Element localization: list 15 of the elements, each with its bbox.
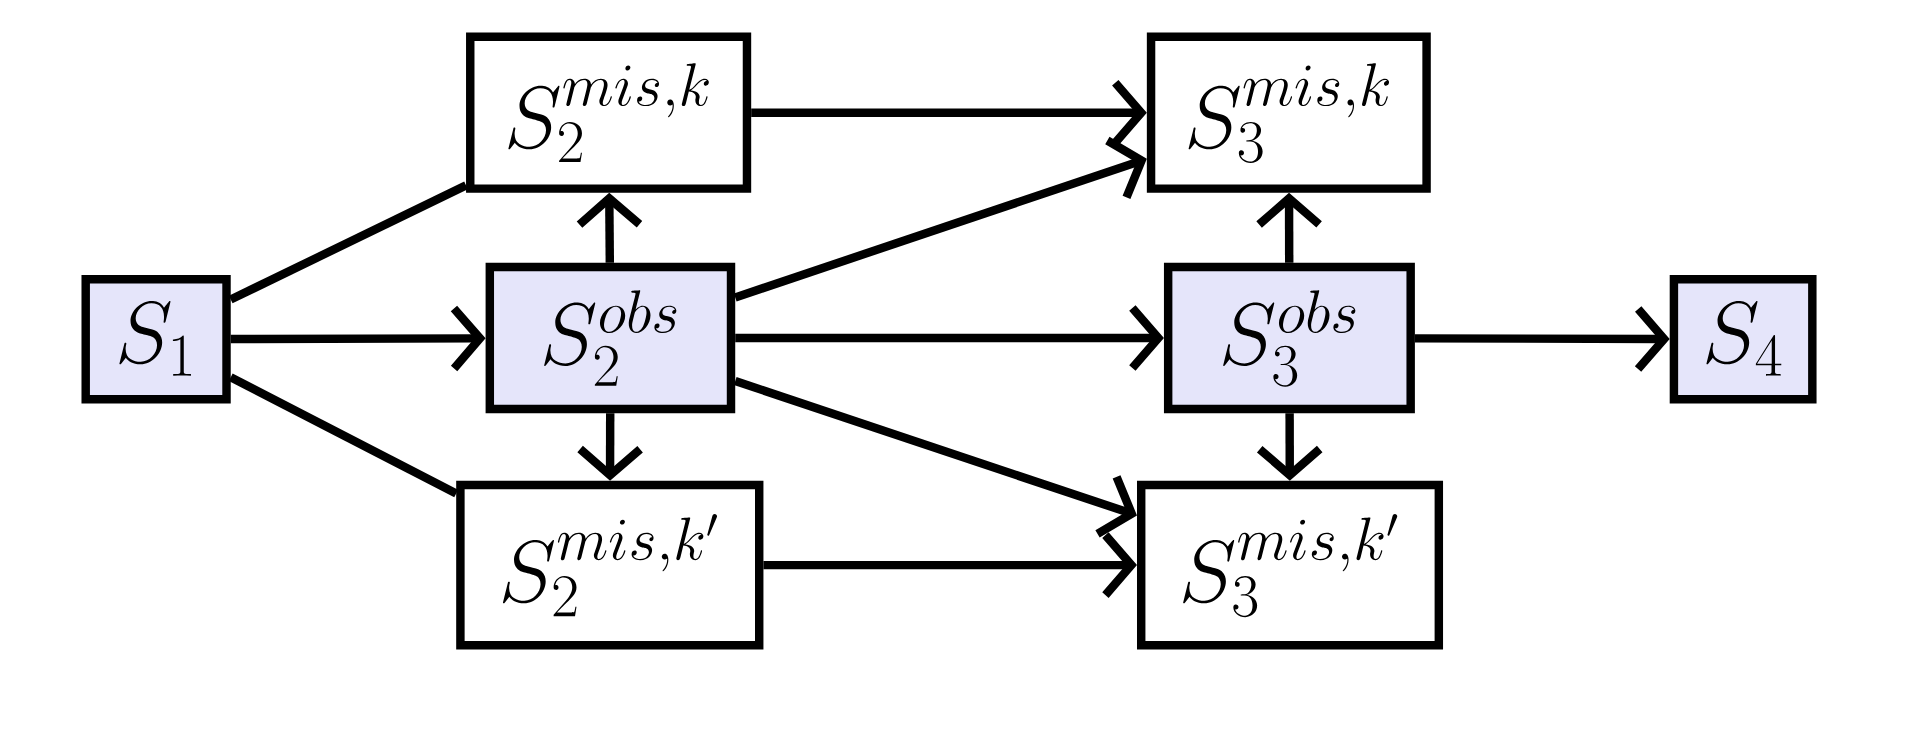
state-box: $S_3^{mis,k'}$	[1137, 480, 1444, 650]
state-box: $S_3^{obs}$	[1163, 262, 1415, 414]
arrow	[1414, 306, 1670, 372]
arrow	[230, 305, 486, 372]
state-box: $S_4$	[1669, 275, 1817, 404]
state-box: $S_2^{obs}$	[485, 262, 736, 414]
state-box: $S_1$	[81, 275, 231, 404]
state-box: $S_2^{mis,k}$	[466, 32, 752, 193]
arrow	[733, 136, 1147, 302]
arrow	[733, 377, 1137, 538]
state-box: $S_3^{mis,k}$	[1146, 32, 1431, 193]
arrow	[751, 79, 1147, 146]
state-box: $S_2^{mis,k'}$	[456, 480, 764, 650]
arrow	[763, 532, 1137, 598]
arrow	[735, 305, 1164, 371]
